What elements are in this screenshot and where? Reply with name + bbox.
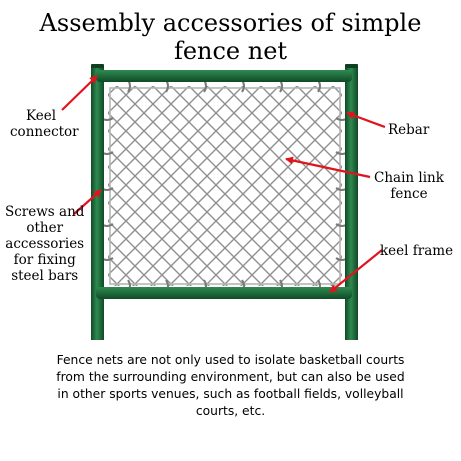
label-screws-line3: accessories	[5, 236, 85, 252]
annotation-arrows	[61, 75, 386, 293]
label-keel-connector: Keel connector	[10, 108, 79, 140]
caption-line1: Fence nets are not only used to isolate …	[56, 353, 405, 367]
label-screws-line1: Screws and	[5, 204, 85, 220]
label-chain-link-line2: fence	[390, 186, 428, 202]
arrow-screws	[73, 189, 102, 215]
chain-link-mesh	[108, 86, 342, 286]
arrow-keel-frame	[329, 249, 383, 293]
label-keel-connector-line1: Keel	[26, 108, 57, 124]
caption: Fence nets are not only used to isolate …	[0, 352, 461, 420]
label-rebar: Rebar	[388, 122, 430, 138]
caption-line2: from the surrounding environment, but ca…	[56, 370, 405, 384]
arrow-rebar	[346, 111, 386, 129]
left-post	[91, 65, 104, 340]
label-screws-line2: other	[26, 220, 64, 236]
arrow-chain-link	[285, 156, 371, 179]
left-post-cap	[91, 64, 104, 68]
page-title: Assembly accessories of simple	[39, 9, 422, 37]
label-screws: Screws and other accessories for fixing …	[5, 204, 84, 284]
label-chain-link: Chain link fence	[374, 170, 444, 202]
top-rail	[96, 70, 352, 82]
label-screws-line4: for fixing	[13, 252, 76, 268]
right-post-cap	[345, 64, 358, 68]
label-keel-frame: keel frame	[380, 243, 454, 259]
label-keel-connector-line2: connector	[10, 124, 79, 140]
label-chain-link-line1: Chain link	[374, 170, 444, 186]
caption-line3: in other sports venues, such as football…	[57, 387, 404, 401]
bottom-rail	[96, 287, 352, 299]
arrow-keel-connector	[61, 75, 98, 111]
label-screws-line5: steel bars	[11, 268, 79, 284]
caption-line4: courts, etc.	[195, 404, 266, 418]
page-title-line2: fence net	[173, 37, 288, 65]
rebar-wire	[109, 87, 341, 285]
